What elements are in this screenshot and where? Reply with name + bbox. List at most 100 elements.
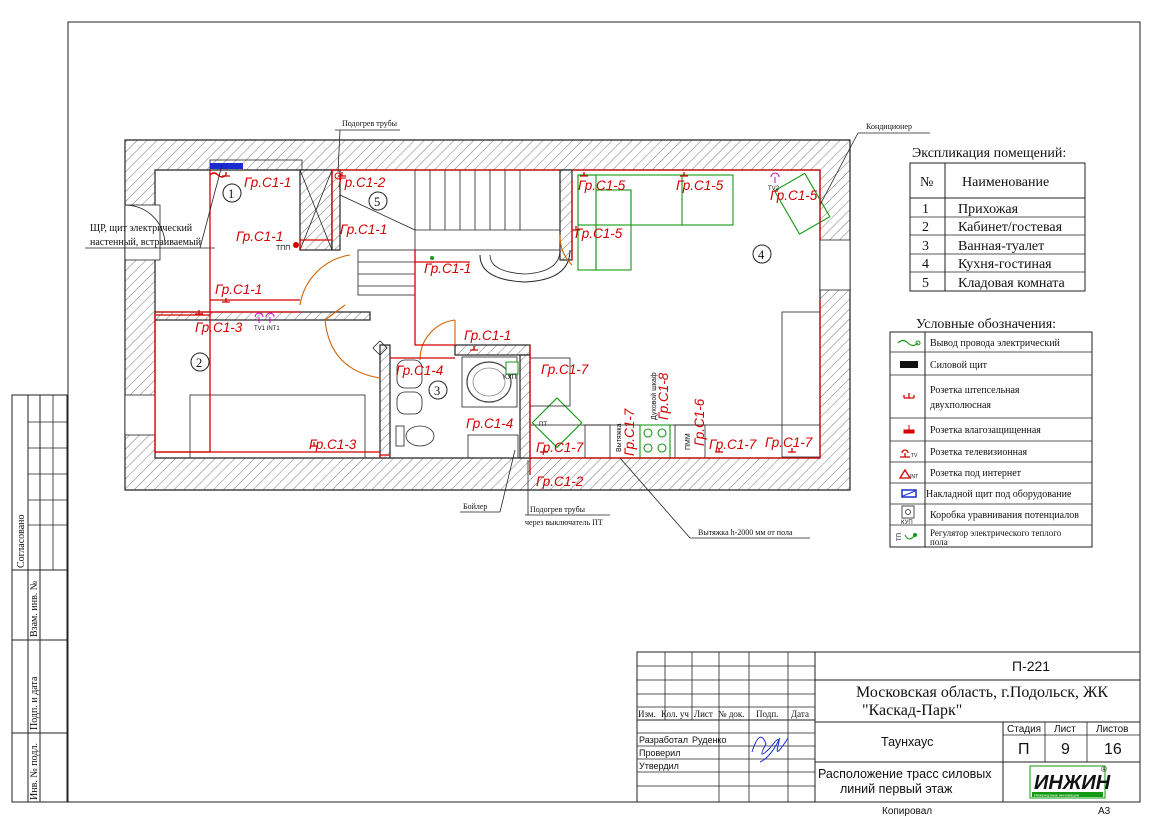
circuit-label: Гр.С1-1 <box>215 282 262 297</box>
socket-icon <box>903 393 915 399</box>
circuit-traces <box>154 169 821 475</box>
stage-value: П <box>1018 741 1030 758</box>
room-2: 2 <box>196 356 202 370</box>
company-logo: ИНЖИН Инженерные инновации ® <box>1029 765 1111 799</box>
circuit-label: Гр.С1-5 <box>770 188 818 203</box>
logo-text: ИНЖИН <box>1034 772 1111 794</box>
explication-no: 5 <box>922 276 929 291</box>
staircase <box>339 169 571 296</box>
pmm-label: ПММ <box>685 433 692 450</box>
circuit-label: Гр.С1-7 <box>536 440 584 455</box>
explication-table: Экспликация помещений: № Наименование 1 … <box>909 146 1086 292</box>
svg-text:КУП: КУП <box>901 520 913 526</box>
pipe-heating-bottom-2: через выключатель ПТ <box>525 518 603 527</box>
legend-title: Условные обозначения: <box>916 317 1056 332</box>
circuit-labels: Гр.С1-1 Гр.С1-2 Гр.С1-1 Гр.С1-1 Гр.С1-1 … <box>195 175 818 489</box>
duh-label: Духовой шкаф <box>650 372 658 420</box>
circuit-label: Гр.С1-1 <box>244 175 291 190</box>
conditioner-callout: Кондиционер <box>866 122 912 131</box>
panel-callout-1: ЩР, щит электрический <box>90 223 193 234</box>
tv-int-sockets: TV1 INT1 TV2 <box>254 172 780 332</box>
sofa <box>577 172 831 271</box>
legend-label: Коробка уравнивания потенциалов <box>930 510 1079 521</box>
col-podp: Подп. <box>756 709 778 719</box>
inv-label: Инв. № подл. <box>29 743 40 800</box>
legend-label: Силовой щит <box>930 360 988 371</box>
object-name: Таунхаус <box>881 735 933 749</box>
soglasovano-label: Согласовано <box>16 514 27 568</box>
explication-name: Ванная-туалет <box>958 239 1044 254</box>
tv-socket-icon <box>900 449 910 458</box>
potential-box-icon <box>901 505 915 519</box>
legend-label: Регулятор электрического теплого <box>930 528 1062 538</box>
circuit-label: Гр.С1-4 <box>466 416 513 431</box>
legend-label: Вывод провода электрический <box>930 338 1061 349</box>
sheet-frame <box>67 21 1141 803</box>
doc-code: П-221 <box>1012 658 1050 674</box>
callouts: Подогрев трубы Кондиционер ЩР, щит элект… <box>85 119 930 539</box>
circuit-label: Гр.С1-5 <box>578 178 626 193</box>
circuit-label: Гр.С1-1 <box>424 261 471 276</box>
circuit-label: Гр.С1-3 <box>195 320 243 335</box>
floor-plan: TV1 INT1 TV2 1 2 3 4 5 Гр.С1-1 Гр.С1-2 Г… <box>85 119 930 539</box>
col-data: Дата <box>791 709 809 719</box>
col-list: Лист <box>694 709 713 719</box>
circuit-label: Гр.С1-8 <box>656 372 671 420</box>
room-5: 5 <box>374 195 380 209</box>
svg-text:ТП: ТП <box>897 533 903 541</box>
explication-title: Экспликация помещений: <box>912 146 1066 161</box>
svg-text:INT: INT <box>910 474 918 480</box>
stage-label: Стадия <box>1007 724 1041 735</box>
circuit-label: Гр.С1-4 <box>396 363 443 378</box>
explication-col-name: Наименование <box>962 175 1049 190</box>
utverdil-label: Утвердил <box>639 761 679 771</box>
side-stamp: Согласовано Взам. инв. № Подп. и дата Ин… <box>11 394 68 803</box>
room-numbers: 1 2 3 4 5 <box>190 183 772 400</box>
legend-label: Розетка влагозащищенная <box>930 425 1041 436</box>
sheet-label: Лист <box>1054 724 1076 735</box>
vzam-label: Взам. инв. № <box>29 581 40 637</box>
logo-sub: Инженерные инновации <box>1034 793 1079 798</box>
tv2-label: TV2 <box>768 186 780 192</box>
waterproof-socket-icon <box>903 425 915 434</box>
vytyazhka-label: Вытяжка <box>616 423 623 452</box>
explication-name: Кухня-гостиная <box>958 257 1052 272</box>
explication-no: 4 <box>922 257 929 272</box>
circuit-label: Гр.С1-1 <box>236 229 283 244</box>
explication-col-no: № <box>920 175 933 190</box>
pipe-heating-bottom-1: Подогрев трубы <box>530 505 586 514</box>
circuit-label: Гр.С1-7 <box>765 435 813 450</box>
circuit-label: Гр.С1-6 <box>692 398 707 446</box>
author-name: Руденко <box>692 735 726 745</box>
circuit-label: Гр.С1-1 <box>340 222 387 237</box>
address-2: "Каскад-Парк" <box>862 702 962 719</box>
exhaust-callout: Вытяжка h-2000 мм от пола <box>698 528 793 537</box>
sheets-label: Листов <box>1096 724 1129 735</box>
kup-label: КУП <box>503 374 517 381</box>
circuit-label: Гр.С1-5 <box>575 226 623 241</box>
sheet-title-1: Расположение трасс силовых <box>818 767 992 781</box>
legend-table: Условные обозначения: TV INT КУП ТП Выво… <box>889 317 1093 548</box>
sheet-title-2: линий первый этаж <box>840 782 953 796</box>
explication-name: Кладовая комната <box>958 276 1066 291</box>
pipe-heating-callout: Подогрев трубы <box>342 119 398 128</box>
power-panel-icon <box>900 361 918 368</box>
power-panel-marker <box>210 163 243 169</box>
col-kol: Кол. уч <box>661 709 689 719</box>
legend-label: Накладной щит под оборудование <box>926 489 1072 500</box>
explication-name: Кабинет/гостевая <box>958 220 1063 235</box>
circuit-label: Гр.С1-7 <box>622 408 637 456</box>
circuit-label: Гр.С1-7 <box>541 362 589 377</box>
proveril-label: Проверил <box>639 748 680 758</box>
copied-label: Копировал <box>882 806 932 817</box>
wire-outlet-icon <box>897 339 919 347</box>
circuit-label: Гр.С1-1 <box>464 328 511 343</box>
legend-label: Розетка телевизионная <box>930 447 1027 458</box>
logo-reg: ® <box>1101 765 1107 774</box>
panel-callout-2: настенный, встраиваемый <box>90 237 202 248</box>
explication-name: Прихожая <box>958 202 1019 217</box>
title-block: Изм. Кол. уч Лист № док. Подп. Дата Разр… <box>636 651 1141 817</box>
circuit-label: Гр.С1-3 <box>309 437 357 452</box>
explication-no: 1 <box>922 202 929 217</box>
